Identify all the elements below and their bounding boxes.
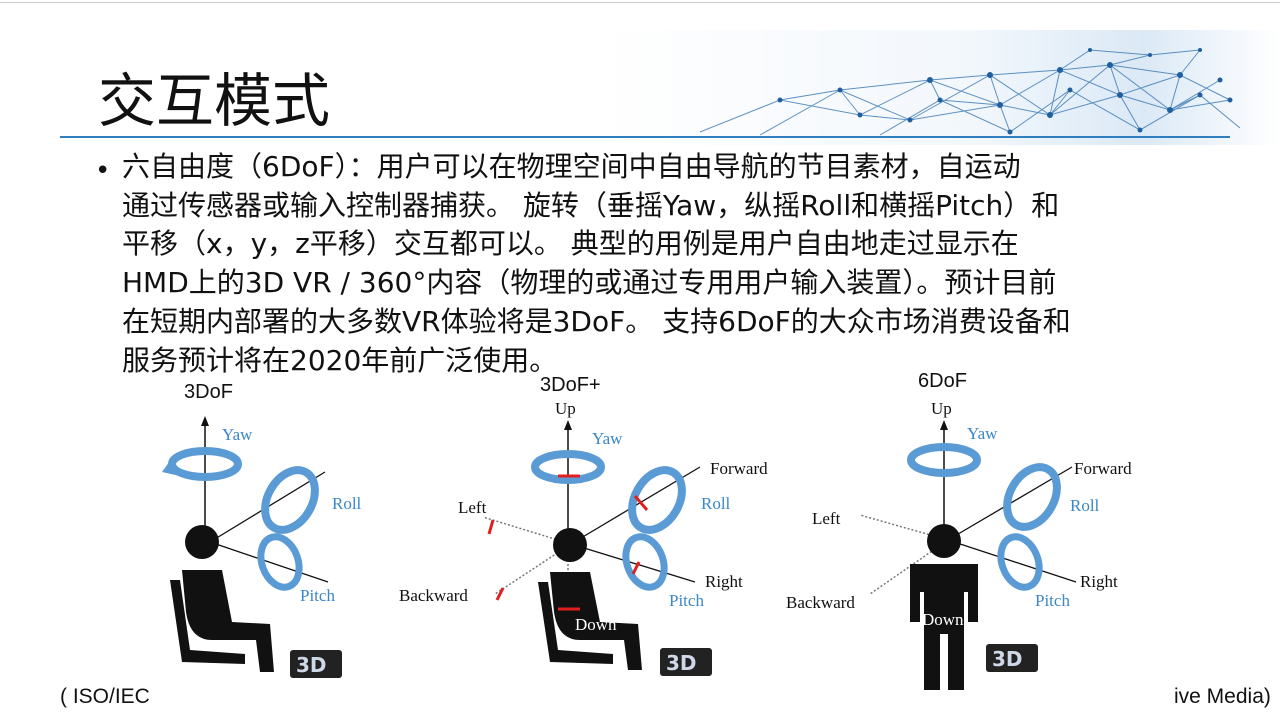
left-label: Left: [812, 509, 841, 528]
head: [185, 525, 219, 559]
backward-label: Backward: [399, 586, 468, 605]
roll-label: Roll: [1070, 496, 1100, 515]
panel-3dofplus-title: 3DoF+: [540, 374, 601, 396]
panel-6dof-diagram: Up Yaw Forward Roll Left Right Backward …: [786, 399, 1132, 690]
pitch-label: Pitch: [300, 586, 335, 605]
left-axis: [482, 516, 572, 545]
right-axis: [947, 539, 1077, 583]
standing-body: [910, 564, 978, 690]
reference-footer: ( ISO/IEC ive Media): [60, 685, 1271, 709]
3d-logo: 3D: [660, 648, 712, 676]
roll-label: Roll: [701, 494, 731, 513]
3d-logo: 3D: [290, 650, 342, 678]
bullet-mark: •: [95, 156, 111, 186]
yaw-rotation-arrow: [531, 450, 605, 484]
yaw-label: Yaw: [967, 424, 998, 443]
backward-label: Backward: [786, 593, 855, 612]
down-label: Down: [575, 615, 617, 634]
forward-label: Forward: [1074, 459, 1132, 478]
up-arrowhead: [564, 420, 572, 430]
backward-axis: [494, 543, 572, 595]
chair: [170, 580, 245, 664]
yaw-label: Yaw: [222, 425, 253, 444]
roll-rotation-arrow: [261, 466, 319, 534]
footer-right-text: ive Media): [1174, 685, 1271, 708]
pitch-axis: [209, 541, 329, 583]
pitch-label: Pitch: [1035, 591, 1070, 610]
pitch-rotation-arrow: [257, 533, 303, 591]
yaw-rotation-arrow: [907, 443, 981, 477]
svg-text:3D: 3D: [296, 653, 327, 677]
panel-3dof-title: 3DoF: [184, 381, 233, 403]
down-label: Down: [922, 610, 964, 629]
head: [553, 528, 587, 562]
svg-text:3D: 3D: [666, 651, 697, 675]
panel-6dof-title: 6DoF: [918, 370, 967, 392]
chair: [538, 582, 613, 664]
head: [927, 524, 961, 558]
pitch-label: Pitch: [669, 591, 704, 610]
seated-body: [550, 572, 642, 670]
translation-markers: [487, 474, 649, 611]
roll-rotation-arrow: [628, 466, 686, 534]
seated-body: [182, 570, 274, 672]
panel-3dof-diagram: Yaw Roll Pitch 3D: [162, 416, 362, 678]
right-axis: [570, 543, 696, 583]
forward-label: Forward: [710, 459, 768, 478]
pitch-rotation-arrow: [622, 533, 668, 591]
right-label: Right: [705, 572, 743, 591]
network-banner-graphic: [600, 30, 1280, 145]
pitch-rotation-arrow: [997, 533, 1043, 591]
left-label: Left: [458, 498, 487, 517]
left-axis: [859, 514, 949, 541]
up-arrowhead: [940, 420, 948, 430]
title-underline: [60, 136, 1230, 138]
roll-label: Roll: [332, 494, 362, 513]
yaw-label: Yaw: [592, 429, 623, 448]
yaw-arrowhead: [162, 458, 180, 476]
right-label: Right: [1080, 572, 1118, 591]
slide-title: 交互模式: [98, 67, 331, 135]
up-arrowhead: [201, 416, 209, 426]
up-label: Up: [931, 399, 952, 418]
bullet-text: 六自由度（6DoF）：用户可以在物理空间中自由导航的节目素材，自运动 通过传感器…: [122, 150, 1071, 377]
panel-3dofplus-diagram: Up Yaw Forward Roll Left Right Backward …: [399, 399, 768, 676]
up-label: Up: [555, 399, 576, 418]
footer-left-text: ( ISO/IEC: [60, 685, 150, 708]
top-border: [0, 2, 1280, 3]
svg-text:3D: 3D: [992, 647, 1023, 671]
roll-rotation-arrow: [1003, 463, 1061, 531]
3d-logo: 3D: [986, 644, 1038, 672]
